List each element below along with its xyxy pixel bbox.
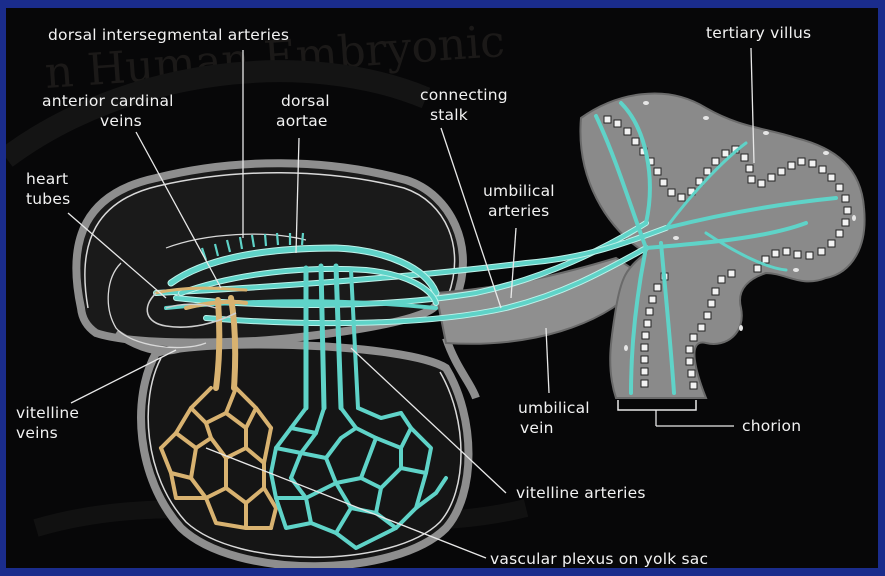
label-dorsal-aortae-line2: aortae: [276, 112, 328, 130]
label-umbilical-arteries-line2: arteries: [488, 202, 549, 220]
label-tertiary-villus: tertiary villus: [706, 24, 811, 42]
label-heart-tubes-line2: tubes: [26, 190, 70, 208]
embryo-circulation-diagram: n Human Embryonic: [6, 8, 878, 568]
label-vascular-plexus-on-yolk-sac: vascular plexus on yolk sac: [490, 550, 708, 568]
chorion-bracket: [618, 400, 696, 410]
label-umbilical-vein-line2: vein: [520, 419, 554, 437]
label-dorsal-intersegmental-arteries: dorsal intersegmental arteries: [48, 26, 289, 44]
chorion-villus: [580, 94, 864, 410]
label-heart-tubes-line1: heart: [26, 170, 68, 188]
label-vitelline-veins-line2: veins: [16, 424, 58, 442]
label-umbilical-arteries-line1: umbilical: [483, 182, 555, 200]
label-dorsal-aortae-line1: dorsal: [281, 92, 330, 110]
label-chorion: chorion: [742, 417, 801, 435]
diagram-frame: n Human Embryonic: [6, 8, 878, 568]
label-connecting-stalk-line1: connecting: [420, 86, 508, 104]
label-vitelline-arteries: vitelline arteries: [516, 484, 646, 502]
label-umbilical-vein-line1: umbilical: [518, 399, 590, 417]
label-anterior-cardinal-veins-line1: anterior cardinal: [42, 92, 174, 110]
label-anterior-cardinal-veins-line2: veins: [100, 112, 142, 130]
label-connecting-stalk-line2: stalk: [430, 106, 468, 124]
label-vitelline-veins-line1: vitelline: [16, 404, 79, 422]
